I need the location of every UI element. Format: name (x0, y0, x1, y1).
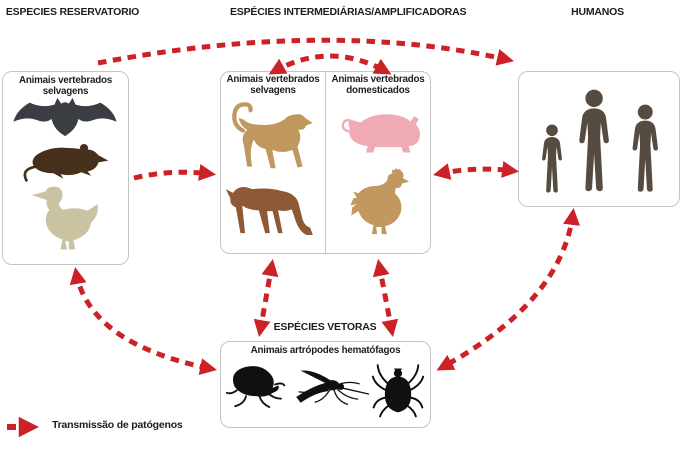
intermediate-box-divider (325, 72, 327, 253)
bat-icon (13, 97, 117, 137)
monkey-icon (232, 102, 313, 169)
vectors-section-label: ESPÉCIES VETORAS (273, 321, 377, 333)
pig-icon (341, 114, 420, 153)
intermediate-wild-title: Animais vertebrados selvagens (226, 74, 320, 96)
legend-label: Transmissão de patógenos (52, 419, 183, 431)
flea-icon (225, 366, 286, 408)
person-child-icon (542, 124, 562, 193)
arrow-intermediate-humans-bidirectional (433, 161, 520, 180)
arrow-reservoir-vectors-bidirectional (69, 266, 217, 375)
arrow-wild-vectors-bidirectional (253, 258, 279, 338)
header-reservoir-species: ESPECIES RESERVATORIO (5, 6, 140, 18)
arrow-domestic-vectors-bidirectional (372, 258, 399, 338)
arrow-humans-vectors-bidirectional (436, 207, 580, 371)
vectors-box-title: Animais artrópodes hematófagos (250, 345, 401, 356)
tick-icon (371, 364, 425, 418)
person-adult-icon (632, 104, 658, 192)
deer-icon (225, 186, 313, 235)
arrow-reservoir-to-humans (97, 37, 514, 66)
arrow-wild-domestic-bidirectional (268, 53, 392, 75)
header-humans: HUMANOS (571, 6, 624, 18)
rat-icon (23, 143, 109, 182)
mosquito-icon (296, 370, 370, 405)
person-adult-tall-icon (579, 89, 609, 192)
header-intermediate-species: ESPÉCIES INTERMEDIÁRIAS/AMPLIFICADORAS (230, 6, 467, 18)
duck-icon (31, 186, 98, 250)
intermediate-domestic-title: Animais vertebrados domesticados (331, 74, 425, 96)
reservoir-box-title: Animais vertebrados selvagens (18, 75, 113, 97)
arrow-reservoir-to-intermediate (133, 164, 217, 181)
chicken-icon (350, 168, 410, 235)
